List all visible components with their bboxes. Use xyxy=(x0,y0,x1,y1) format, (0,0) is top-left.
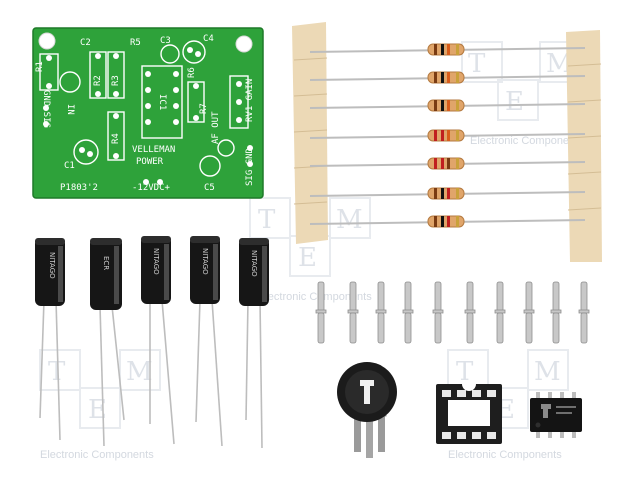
ic-socket xyxy=(436,384,502,444)
watermark-caption: Electronic Components xyxy=(448,449,562,461)
pcb-label-code: P1803'2 xyxy=(60,183,98,193)
capacitor-row: NITAGO ECR NITAGO NITAGO xyxy=(35,236,269,449)
watermark-letter: E xyxy=(298,243,317,273)
pcb-label-c4: C4 xyxy=(203,34,214,44)
pcb-label-af-out: AF OUT xyxy=(211,111,221,144)
pcb-label-ic1: IC1 xyxy=(157,94,167,110)
resistor xyxy=(309,43,586,56)
resistor xyxy=(309,215,586,228)
watermark-letter: M xyxy=(336,205,363,235)
solder-pin xyxy=(347,281,359,344)
solder-pin xyxy=(494,281,506,344)
resistor-tape xyxy=(292,22,602,262)
watermark-letter: T xyxy=(456,357,474,387)
trimmer-potentiometer xyxy=(337,362,397,458)
resistor xyxy=(309,99,586,112)
pcb-label-rv1-gain: RV1 GAIN xyxy=(245,79,255,122)
capacitor-brand: NITAGO xyxy=(152,248,160,275)
solder-pin xyxy=(523,281,535,344)
resistor xyxy=(309,187,586,200)
watermark-letter: T xyxy=(48,357,66,387)
capacitor-brand: NITAGO xyxy=(48,252,56,279)
electrolytic-capacitor: NITAGO xyxy=(141,236,175,445)
capacitor-brand: NITAGO xyxy=(250,250,258,277)
pcb-label-r7: R7 xyxy=(199,103,209,114)
solder-pin xyxy=(550,281,562,344)
watermark-letter: M xyxy=(126,357,153,387)
watermark-letter: E xyxy=(505,87,524,117)
pcb-label-sig-gnd: SIG GND xyxy=(245,148,255,186)
resistor xyxy=(309,71,586,84)
capacitor-brand: NITAGO xyxy=(201,248,209,275)
watermark-letter: M xyxy=(534,357,561,387)
resistor xyxy=(309,129,586,142)
watermark-letter: T xyxy=(468,49,486,79)
watermark-caption: Electronic Components xyxy=(40,449,154,461)
capacitor-brand: ECR xyxy=(102,256,110,270)
pcb-label-power: POWER xyxy=(136,157,164,167)
solder-pin xyxy=(402,281,414,344)
pcb-label-c5: C5 xyxy=(204,183,215,193)
solder-pin xyxy=(375,281,387,344)
solder-pin xyxy=(315,281,327,344)
pcb-label-velleman: VELLEMAN xyxy=(132,145,175,155)
pcb-label-gnd-sig: GND SIG xyxy=(41,90,51,128)
ic-chip xyxy=(530,392,582,438)
pcb-label-c2: C2 xyxy=(80,38,91,48)
solder-pin xyxy=(578,281,590,344)
electrolytic-capacitor: NITAGO xyxy=(35,238,65,441)
pcb-label-r6: R6 xyxy=(187,67,197,78)
pcb-label-c3: C3 xyxy=(160,36,171,46)
watermark-letter: E xyxy=(88,395,107,425)
pcb-label-r3: R3 xyxy=(111,75,121,86)
pcb-label-supply: -12VDC+ xyxy=(132,183,171,193)
pcb-label-r4: R4 xyxy=(111,133,121,144)
pcb-label-r1: R1 xyxy=(35,61,45,72)
solder-pin-row xyxy=(315,281,590,344)
electrolytic-capacitor: NITAGO xyxy=(239,238,269,449)
watermark-bottom-left: T M E Electronic Components xyxy=(39,349,161,461)
pcb-label-r5: R5 xyxy=(130,38,141,48)
watermark-letter: T xyxy=(258,205,276,235)
pcb-board: R1 C2 R5 C3 C4 R2 R3 IC1 R6 R7 R4 C1 C5 … xyxy=(32,27,264,199)
pcb-label-r2: R2 xyxy=(93,75,103,86)
watermark-caption: Electronic Components xyxy=(258,291,372,303)
pcb-label-in: IN xyxy=(65,104,75,115)
electrolytic-capacitor: NITAGO xyxy=(190,236,223,447)
solder-pin xyxy=(432,281,444,344)
solder-pin xyxy=(464,281,476,344)
watermark-top-right: T M E Electronic Components xyxy=(461,41,584,147)
pcb-label-c1: C1 xyxy=(64,161,75,171)
resistor xyxy=(309,157,586,170)
watermark-caption: Electronic Components xyxy=(470,135,584,147)
electrolytic-capacitor: ECR xyxy=(90,238,125,447)
watermark-center: T M E Electronic Components xyxy=(249,197,372,303)
resistor-strip xyxy=(309,43,586,228)
